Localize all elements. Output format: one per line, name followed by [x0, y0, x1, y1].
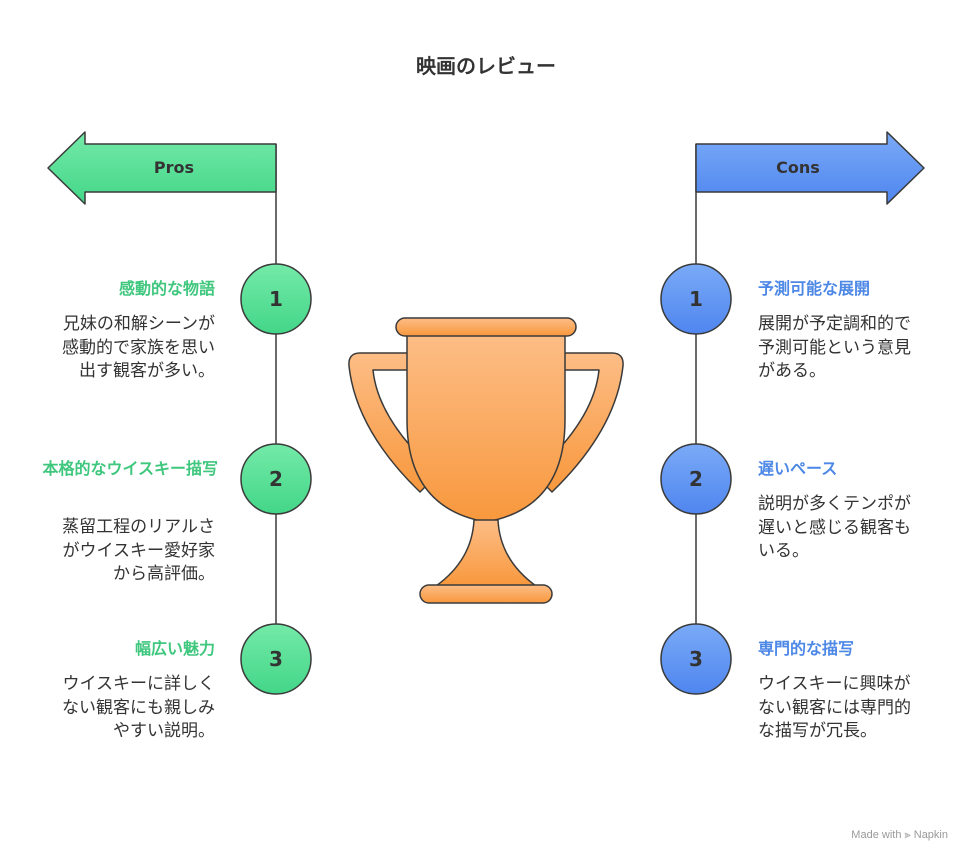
pros-heading-2: 本格的なウイスキー描写	[42, 459, 218, 478]
cons-heading-3: 専門的な描写	[758, 639, 855, 658]
cons-description-3: ウイスキーに興味がない観客には専門的な描写が冗長。	[758, 674, 911, 741]
cons-circle-2	[660, 443, 732, 515]
cons-number-3: 3	[689, 647, 703, 671]
pros-description-2: 蒸留工程のリアルさがウイスキー愛好家から高評価。	[62, 517, 215, 584]
cons-circle-1	[660, 263, 732, 335]
trophy-icon	[348, 317, 624, 604]
cons-arrow	[695, 131, 925, 205]
cons-heading-1: 予測可能な展開	[758, 279, 871, 298]
pros-arrow	[47, 131, 277, 205]
page-title: 映画のレビュー	[416, 54, 556, 78]
pros-number-3: 3	[269, 647, 283, 671]
pros-circle-3	[240, 623, 312, 695]
cons-heading-2: 遅いペース	[758, 459, 838, 478]
pros-number-1: 1	[269, 287, 283, 311]
cons-description-1: 展開が予定調和的で予測可能という意見がある。	[758, 314, 911, 381]
pros-description-1: 兄妹の和解シーンが感動的で家族を思い出す観客が多い。	[62, 314, 215, 381]
pros-heading-3: 幅広い魅力	[134, 639, 215, 658]
cons-label: Cons	[776, 158, 820, 177]
cons-number-1: 1	[689, 287, 703, 311]
cons-number-2: 2	[689, 467, 703, 491]
pros-label: Pros	[153, 158, 195, 177]
pros-number-2: 2	[269, 467, 283, 491]
pros-heading-1: 感動的な物語	[118, 279, 215, 298]
pros-description-3: ウイスキーに詳しくない観客にも親しみやすい説明。	[62, 674, 215, 741]
pros-circle-1	[240, 263, 312, 335]
cons-circle-3	[660, 623, 732, 695]
napkin-watermark: Made with ⫸ Napkin	[851, 829, 948, 841]
cons-description-2: 説明が多くテンポが遅いと感じる観客もいる。	[758, 494, 911, 561]
pros-circle-2	[240, 443, 312, 515]
